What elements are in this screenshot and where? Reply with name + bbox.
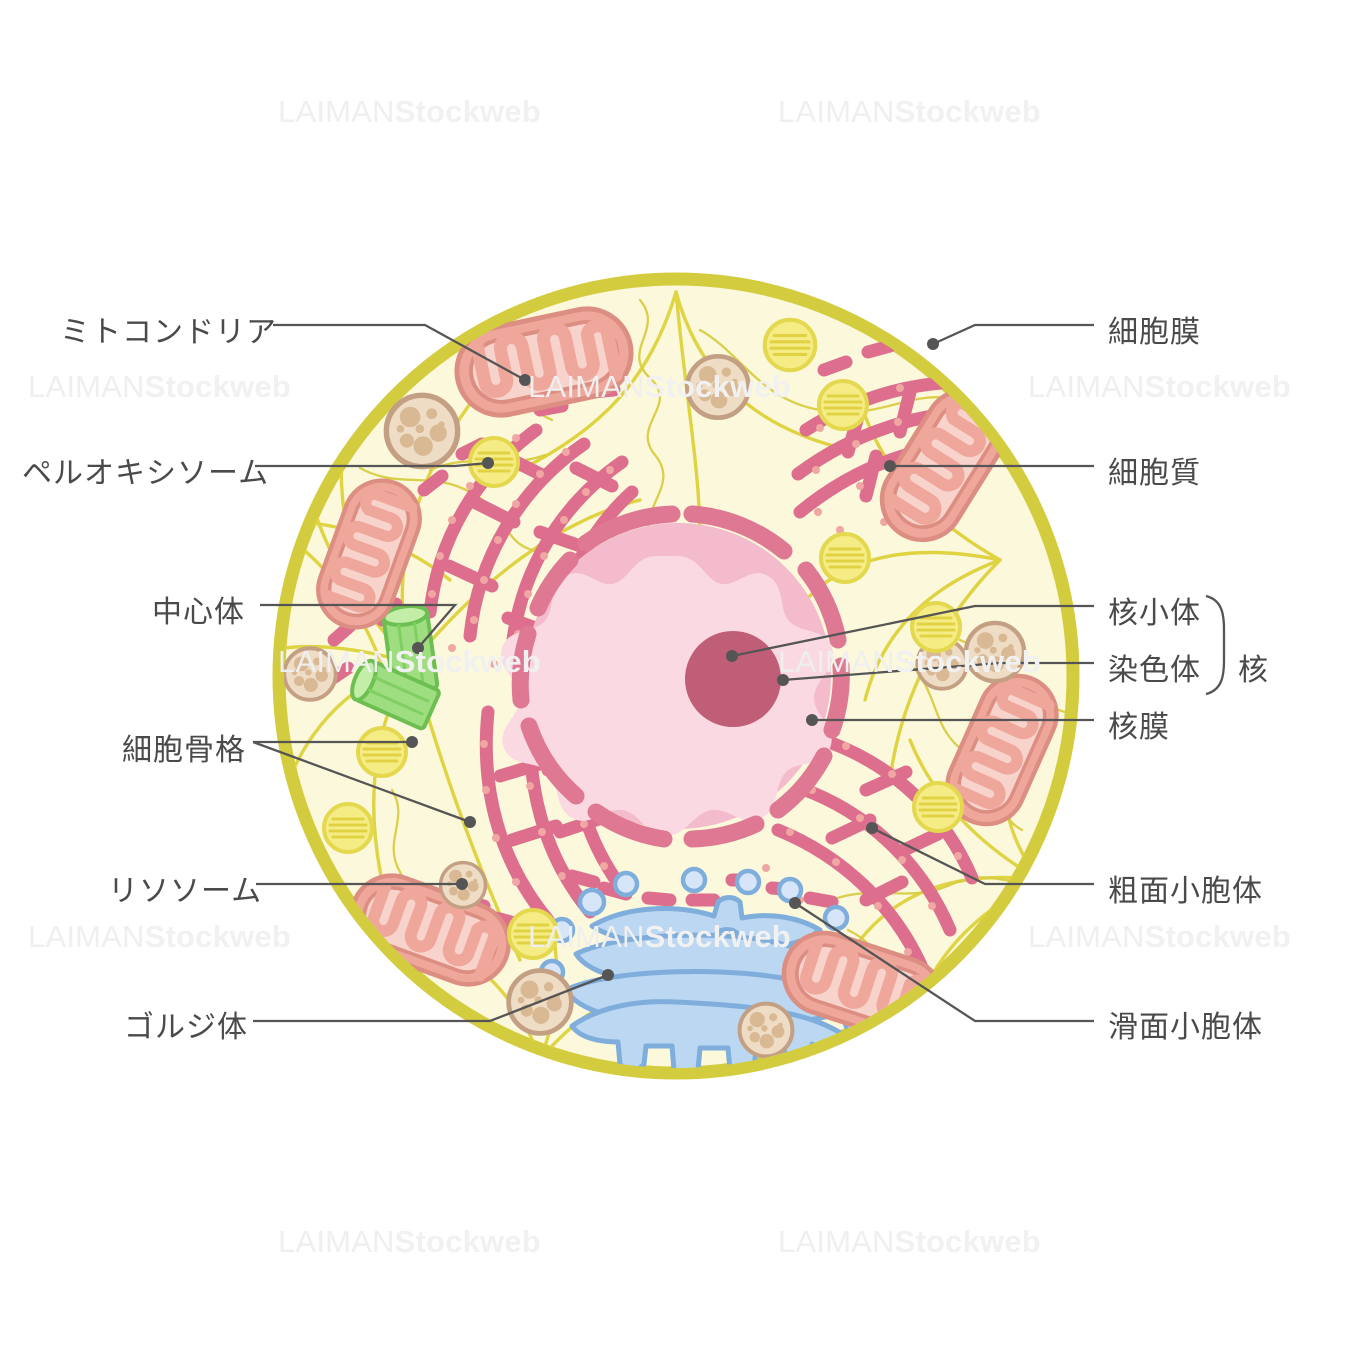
- watermark-light: LAIMAN: [28, 919, 145, 954]
- leader-dots: [406, 338, 939, 981]
- label-golgi: ゴルジ体: [124, 1011, 248, 1044]
- watermark-light: LAIMAN: [778, 1224, 895, 1259]
- label-smooth-er: 滑面小胞体: [1108, 1011, 1263, 1044]
- leader-rough-er: [871, 826, 1094, 886]
- watermark: LAIMANStockweb: [778, 644, 1041, 680]
- watermark-light: LAIMAN: [528, 919, 645, 954]
- watermark-bold: Stockweb: [394, 94, 541, 129]
- watermark: LAIMANStockweb: [528, 919, 791, 955]
- watermark-light: LAIMAN: [1028, 369, 1145, 404]
- watermark-bold: Stockweb: [144, 919, 291, 954]
- watermark-bold: Stockweb: [394, 1224, 541, 1259]
- watermark-bold: Stockweb: [894, 1224, 1041, 1259]
- leader-centrosome: [260, 603, 458, 649]
- watermark-light: LAIMAN: [528, 369, 645, 404]
- leader-mitochondria: [273, 323, 526, 382]
- watermark-light: LAIMAN: [778, 644, 895, 679]
- nuclear-envelope: [511, 505, 850, 848]
- watermark-light: LAIMAN: [28, 369, 145, 404]
- watermark: LAIMANStockweb: [278, 94, 541, 130]
- rough-er-ribosomes-right-bottom: [762, 742, 962, 956]
- watermark-bold: Stockweb: [1144, 919, 1291, 954]
- watermark-bold: Stockweb: [394, 644, 541, 679]
- watermark: LAIMANStockweb: [1028, 369, 1291, 405]
- label-lysosome: リソソーム: [108, 875, 263, 908]
- watermark: LAIMANStockweb: [778, 1224, 1041, 1260]
- nucleus: [501, 505, 850, 848]
- watermark-light: LAIMAN: [278, 644, 395, 679]
- watermark-bold: Stockweb: [894, 644, 1041, 679]
- watermark: LAIMANStockweb: [28, 919, 291, 955]
- nucleolus: [685, 631, 781, 727]
- watermark-bold: Stockweb: [144, 369, 291, 404]
- label-peroxisome: ペルオキシソーム: [22, 457, 270, 490]
- label-centrosome: 中心体: [152, 596, 245, 629]
- watermark: LAIMANStockweb: [778, 94, 1041, 130]
- leader-smooth-er: [794, 902, 1094, 1023]
- centrosome: [350, 604, 441, 731]
- watermark-bold: Stockweb: [644, 919, 791, 954]
- label-cytoskeleton: 細胞骨格: [122, 734, 246, 767]
- watermark-light: LAIMAN: [278, 1224, 395, 1259]
- watermark-light: LAIMAN: [278, 94, 395, 129]
- label-mitochondria: ミトコンドリア: [60, 316, 277, 349]
- watermark-light: LAIMAN: [1028, 919, 1145, 954]
- watermark-bold: Stockweb: [894, 94, 1041, 129]
- label-nucleolus: 核小体: [1108, 597, 1201, 630]
- label-cytoplasm: 細胞質: [1108, 457, 1201, 490]
- watermark: LAIMANStockweb: [528, 369, 791, 405]
- label-chromosome: 染色体: [1108, 654, 1201, 687]
- watermark: LAIMANStockweb: [1028, 919, 1291, 955]
- label-nucleus-group: 核: [1238, 654, 1269, 687]
- watermark: LAIMANStockweb: [278, 644, 541, 680]
- leader-nucleolus: [731, 604, 1094, 658]
- label-cell-membrane: 細胞膜: [1108, 316, 1201, 349]
- leader-peroxisome: [255, 461, 489, 468]
- watermark-light: LAIMAN: [778, 94, 895, 129]
- nucleus-group-brace: [1205, 594, 1226, 696]
- chromatin-mass: [501, 556, 833, 836]
- watermark: LAIMANStockweb: [28, 369, 291, 405]
- leader-cytoskeleton-2: [252, 740, 471, 824]
- watermark: LAIMANStockweb: [278, 1224, 541, 1260]
- label-rough-er: 粗面小胞体: [1108, 875, 1263, 908]
- watermark-bold: Stockweb: [1144, 369, 1291, 404]
- leader-membrane: [932, 323, 1094, 346]
- label-nuclear-membrane: 核膜: [1108, 711, 1170, 744]
- leader-golgi: [253, 973, 609, 1023]
- leader-chromosome: [782, 661, 1094, 682]
- watermark-bold: Stockweb: [644, 369, 791, 404]
